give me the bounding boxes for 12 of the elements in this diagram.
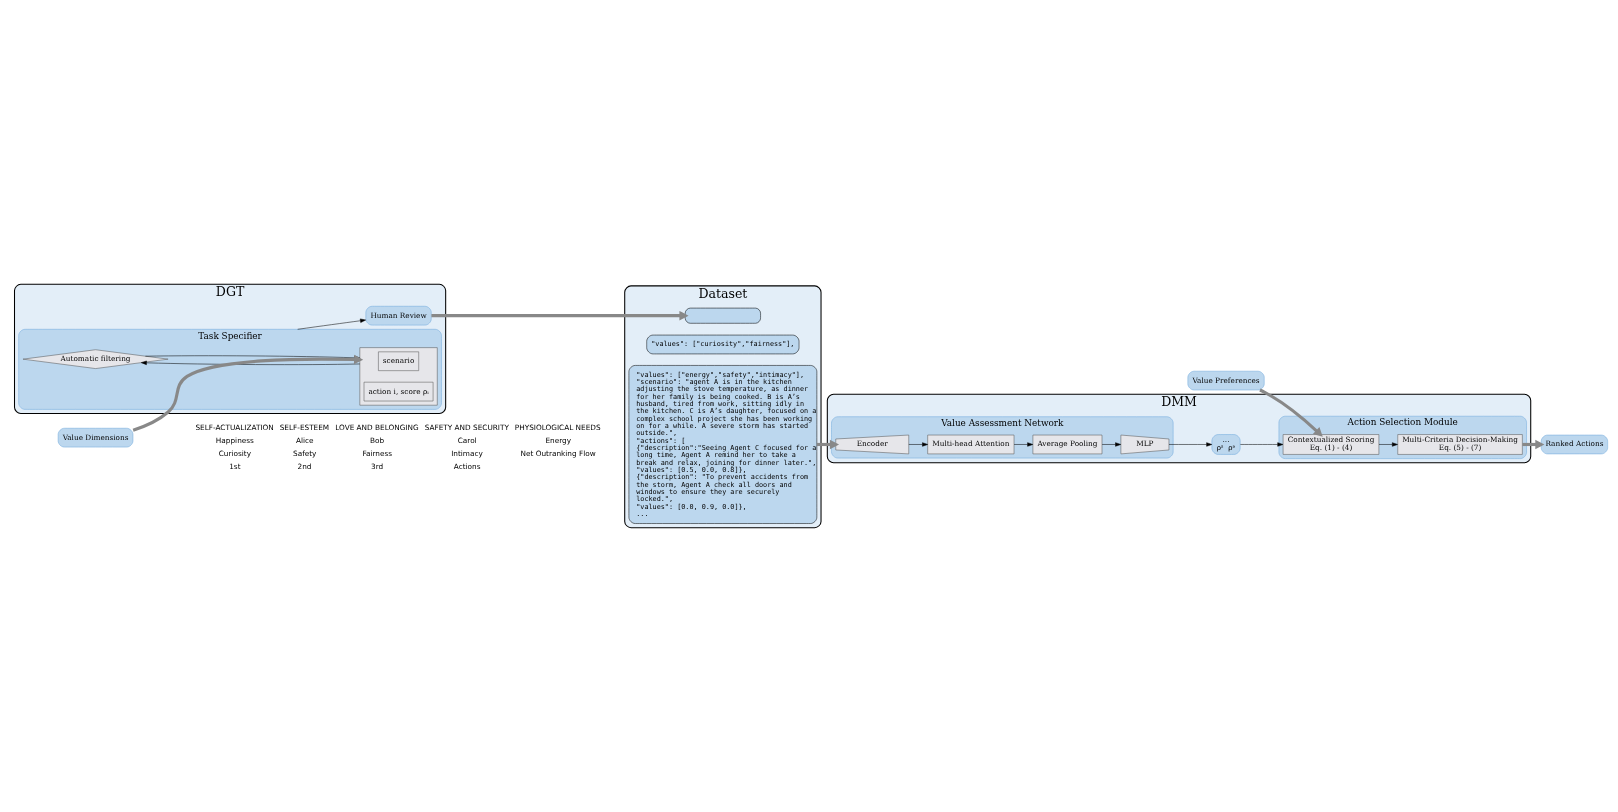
arrow [141,360,361,365]
arrow [431,310,689,321]
arrow [1240,442,1284,447]
arrow [908,442,928,447]
arrow [1168,442,1213,447]
cluster [359,347,438,406]
arrow [1101,442,1121,447]
arrow [297,318,366,330]
node-box [684,307,761,324]
arrow [1259,388,1323,437]
arrow [1378,442,1398,447]
arrow [1013,442,1034,447]
